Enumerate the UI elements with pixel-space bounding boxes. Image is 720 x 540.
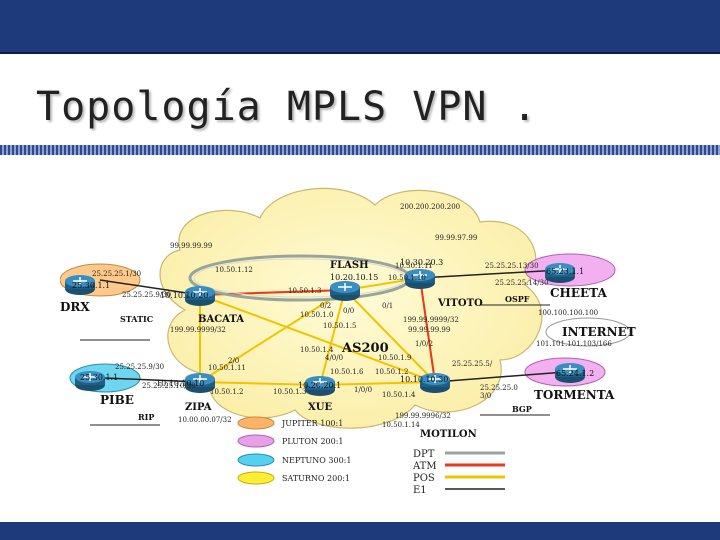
xue-ip: 10.20.20.1 [298, 381, 341, 390]
addr-label: 2/0 [228, 357, 239, 365]
addr-label: 10.50.1.11 [395, 262, 433, 270]
top-banner [0, 0, 720, 54]
legend-vrf-pluton: PLUTON 200:1 [282, 437, 344, 446]
addr-label: 0/1 [382, 302, 393, 310]
protocol-arrows [80, 304, 550, 426]
addr-label: 100.100.100.100 [538, 309, 598, 317]
addr-label: 10.50.1.2 [375, 368, 408, 376]
addr-label: 25.25.25.9/30 [115, 363, 164, 371]
zipa-ip: 10.10.10.10 [156, 379, 204, 388]
legend-link-e1: E1 [413, 485, 427, 496]
addr-label: 10.50.1.3 [288, 287, 321, 295]
addr-label: 1/0/0 [354, 386, 372, 394]
vitoto-ip: 10.30.20.3 [400, 258, 443, 267]
title-divider [0, 145, 720, 155]
addr-label: 10.00.00.07/32 [178, 416, 232, 424]
ce-drx-ip: 25.30.1.1 [72, 281, 110, 290]
flash-name: FLASH [330, 260, 369, 271]
addr-label: 99.99.99.99 [408, 326, 450, 334]
cheeta-label: CHEETA [550, 286, 607, 300]
motilon-name: MOTILON [420, 429, 477, 440]
internet-cloud [545, 317, 631, 347]
bgp-label: BGP [512, 404, 532, 414]
link-legend: DPT ATM POS E1 [412, 449, 505, 496]
addr-label: 10.50.1.10 [388, 274, 426, 282]
rip-label: RIP [138, 412, 154, 422]
addr-label: 10.50.1.14 [382, 421, 420, 429]
addr-label: 25.25.25.9/30 [122, 291, 171, 299]
as200-cloud [159, 187, 543, 429]
flash-ip: 10.20.10.15 [330, 273, 378, 282]
legend-link-atm: ATM [412, 461, 437, 472]
addr-label: 199.99.9999/32 [403, 316, 459, 324]
addr-label: 199.99.9999/32 [170, 326, 226, 334]
addr-label: 99.99.99.99 [170, 242, 212, 250]
slide-title: Topología MPLS VPN . [36, 84, 538, 130]
bottom-banner [0, 522, 720, 540]
tormenta-label: TORMENTA [534, 388, 615, 402]
addr-label: 10.50.1.4 [300, 346, 334, 354]
addr-label: 10.50.1.0 [300, 311, 333, 319]
addr-label: 25.25.25.10/30 [142, 382, 196, 390]
legend-vrf-jupiter: JUPITER 100:1 [281, 419, 343, 428]
bacata-ip: 10.10.10.20 [160, 291, 208, 300]
addr-label: 199.99.9996/32 [395, 412, 451, 420]
pibe-label: PIBE [100, 393, 134, 407]
vrf-legend: JUPITER 100:1 PLUTON 200:1 NEPTUNO 300:1… [237, 416, 351, 485]
addr-label: 10.50.1.3 [273, 388, 306, 396]
addr-label: 1/0/2 [415, 340, 433, 348]
internet-label: INTERNET [562, 325, 636, 339]
as200-label: AS200 [341, 341, 389, 356]
addr-label: 25.25.25.0 [480, 384, 518, 392]
addr-label: 25.25.25.5/ [452, 360, 493, 368]
addr-label: 10.50.1.6 [330, 368, 364, 376]
addr-label: 10.50.1.11 [208, 364, 246, 372]
addr-label: 10.50.1.5 [323, 322, 356, 330]
motilon-ip: 10.10.10.30 [400, 375, 448, 384]
static-label: STATIC [120, 314, 153, 324]
e1-links [99, 269, 566, 383]
addr-label: 25.25.25.1/30 [92, 270, 141, 278]
ce-cheeta-ip: 65.23.1.1 [546, 267, 584, 276]
addr-label: 101.101.101.103/166 [536, 340, 612, 348]
bacata-name: BACATA [198, 314, 244, 325]
addr-label: 25.25.25.13/30 [485, 262, 539, 270]
zipa-name: ZIPA [185, 402, 212, 413]
legend-link-dpt: DPT [413, 449, 435, 460]
addr-label: 4/0/0 [325, 354, 343, 362]
legend-link-pos: POS [413, 473, 435, 484]
addr-label: 0/0 [343, 307, 354, 315]
ce-tormenta-ip: 65.24.1.2 [556, 369, 594, 378]
legend-vrf-saturno: SATURNO 200:1 [282, 474, 350, 483]
addr-label: 10.50.1.4 [382, 391, 416, 399]
addr-label: 99.99.97.99 [435, 234, 477, 242]
vitoto-name: VITOTO [437, 298, 483, 309]
ce-pibe-ip: 25.30.1.1 [80, 373, 118, 382]
router-flash [329, 280, 361, 302]
legend-vrf-neptuno: NEPTUNO 300:1 [282, 456, 351, 465]
network-topology-diagram: FLASH VITOTO BACATA ZIPA XUE MOTILON DRX… [60, 187, 636, 496]
addr-label: 10.50.1.2 [210, 388, 243, 396]
addr-label: 10.50.1.12 [215, 266, 253, 274]
addr-label: 200.200.200.200 [400, 203, 460, 211]
addr-label: 25.25.25.14/30 [495, 279, 549, 287]
ospf-label: OSPF [505, 294, 530, 304]
addr-label: 3/0 [480, 392, 491, 400]
addr-label: 0/2 [320, 302, 331, 310]
drx-label: DRX [60, 300, 90, 314]
xue-name: XUE [308, 402, 332, 413]
addr-label: 10.50.1.9 [378, 354, 411, 362]
